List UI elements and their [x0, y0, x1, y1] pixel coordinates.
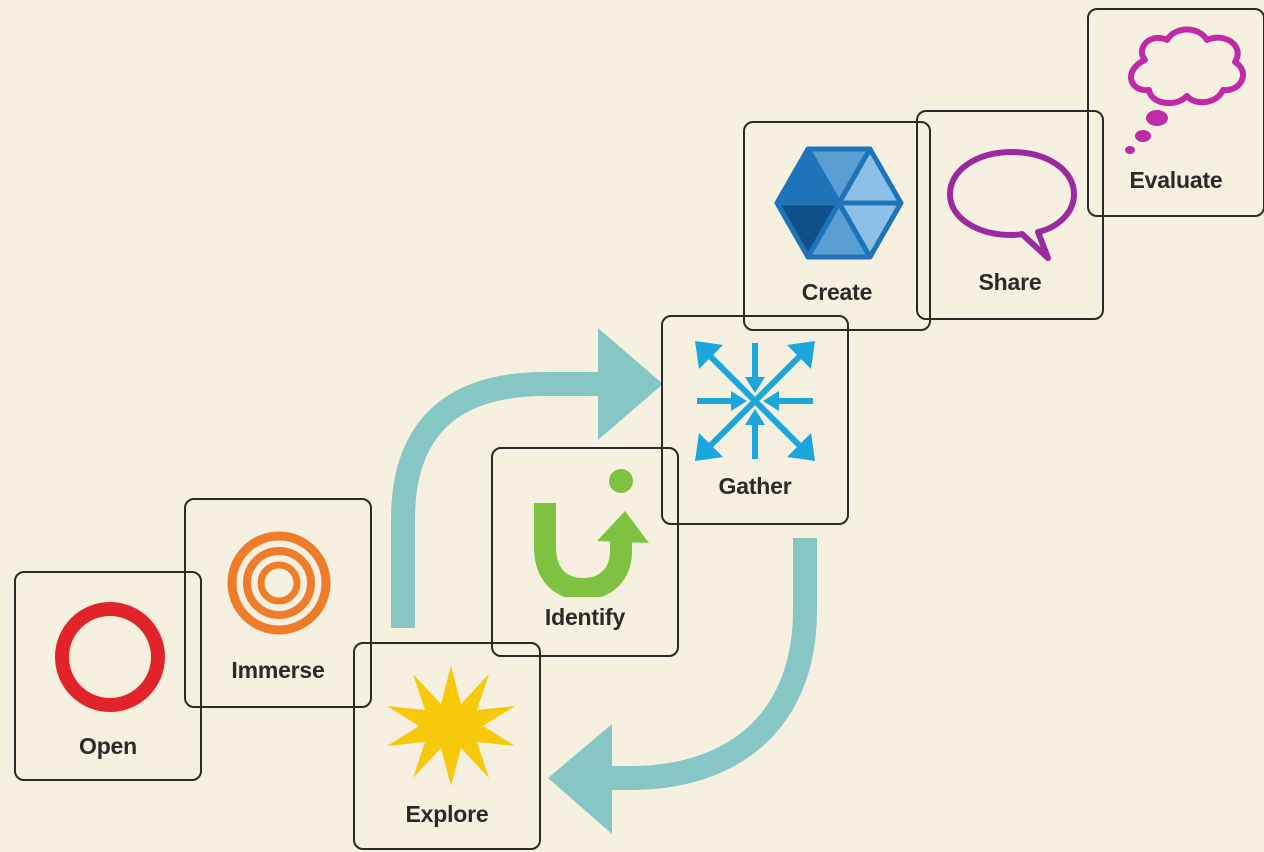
hexagon-icon [774, 146, 904, 260]
step-explore-label: Explore [405, 801, 489, 827]
concentric-circles-icon [227, 531, 331, 635]
step-gather-label: Gather [718, 473, 792, 499]
step-evaluate[interactable]: Evaluate [1087, 8, 1264, 217]
thought-bubble-icon [1125, 26, 1246, 154]
step-share[interactable]: Share [916, 110, 1104, 320]
speech-bubble-icon [947, 149, 1077, 261]
step-evaluate-label: Evaluate [1129, 167, 1223, 193]
starburst-icon [387, 666, 515, 786]
cycle-arrow-down-head [548, 724, 612, 834]
step-explore[interactable]: Explore [353, 642, 541, 850]
step-share-label: Share [978, 269, 1042, 295]
cycle-arrow-up [391, 372, 605, 628]
step-identify-label: Identify [544, 604, 626, 630]
red-ring-icon [55, 602, 165, 712]
cycle-arrow-up-head [598, 328, 663, 440]
step-gather[interactable]: Gather [661, 315, 849, 525]
cycle-arrow-down [590, 538, 817, 790]
step-immerse[interactable]: Immerse [184, 498, 372, 708]
step-open[interactable]: Open [14, 571, 202, 781]
step-create-label: Create [801, 279, 873, 305]
step-identify[interactable]: Identify [491, 447, 679, 657]
u-turn-arrow-icon [534, 469, 649, 597]
step-create[interactable]: Create [743, 121, 931, 331]
step-immerse-label: Immerse [231, 657, 325, 683]
converging-arrows-icon [695, 341, 815, 461]
step-open-label: Open [79, 733, 137, 759]
